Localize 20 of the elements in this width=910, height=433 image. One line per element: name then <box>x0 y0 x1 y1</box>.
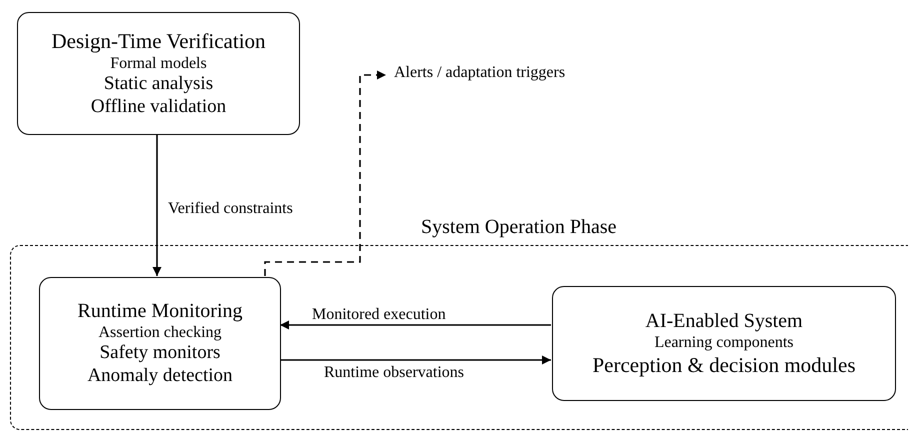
arrow <box>280 356 551 364</box>
box-item: Offline validation <box>90 96 226 118</box>
rounded-box <box>552 286 896 401</box>
box-item: Perception & decision modules <box>592 352 856 378</box>
edge-label: Alerts / adaptation triggers <box>392 64 568 82</box>
box-item: Safety monitors <box>100 342 220 366</box>
box-title: Design-Time Verification <box>51 28 266 54</box>
rounded-box <box>17 12 300 135</box>
box-item: Static analysis <box>104 72 214 96</box>
box-item: Anomaly detection <box>87 365 233 388</box>
dashed-arrow <box>264 70 386 276</box>
box-item: Formal models <box>110 54 207 73</box>
box-title: AI-Enabled System <box>645 309 803 334</box>
arrow <box>280 320 551 330</box>
group-title: System Operation Phase <box>421 215 617 239</box>
box-item: Learning components <box>654 333 794 352</box>
box-title: Runtime Monitoring <box>78 299 242 324</box>
arrow <box>152 135 162 276</box>
rounded-box <box>39 277 281 410</box>
box-item: Assertion checking <box>98 323 222 342</box>
